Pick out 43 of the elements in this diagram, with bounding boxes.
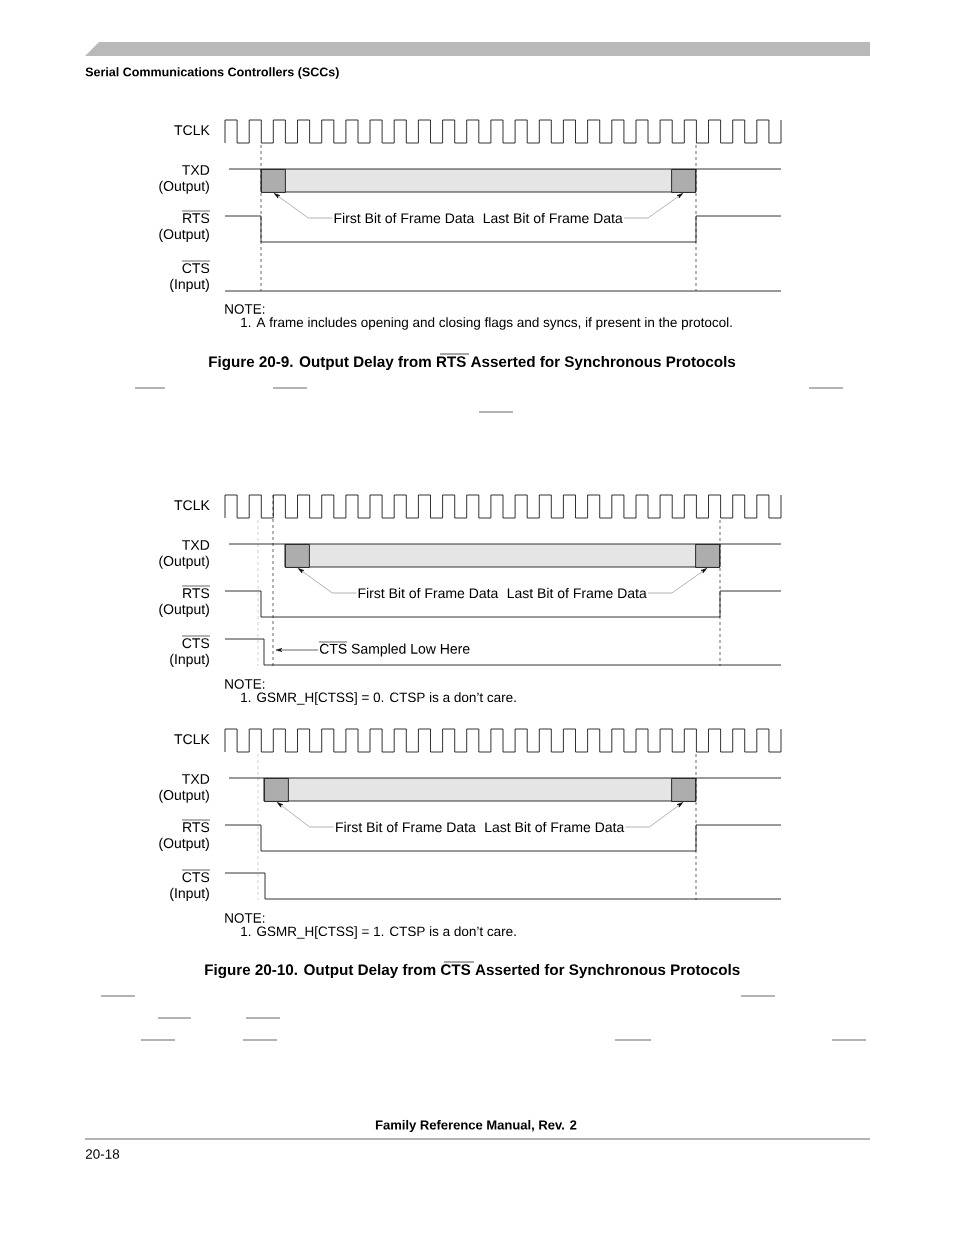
leader-line — [298, 568, 357, 594]
leader-label: First Bit of Frame Data — [358, 587, 499, 599]
signal-label: TCLK — [174, 734, 210, 745]
bit-cell — [264, 778, 289, 802]
leader-label: First Bit of Frame Data — [336, 821, 476, 833]
signal-label: RTS (Output) — [159, 210, 211, 242]
leader-label: First Bit of Frame Data — [334, 212, 475, 224]
note-heading: NOTE: — [225, 913, 265, 923]
bit-cell — [671, 778, 696, 802]
signal-label: CTS (Input) — [170, 869, 211, 901]
leader-label: Last Bit of Frame Data — [485, 821, 625, 833]
note-text: 1. GSMR_H[CTSS] = 0. CTSP is a don’t care. — [241, 692, 516, 705]
leader-label: CTS Sampled Low Here — [319, 643, 470, 657]
footer-title: Family Reference Manual, Rev. 2 — [375, 1119, 577, 1133]
signal-label: CTS (Input) — [170, 635, 211, 667]
signal-label: TCLK — [174, 500, 210, 511]
note-heading: NOTE: — [225, 679, 265, 689]
section-header: Serial Communications Controllers (SCCs) — [85, 67, 339, 79]
signal-label: TXD (Output) — [159, 165, 210, 194]
signal-label: RTS (Output) — [159, 585, 211, 617]
bit-cell — [671, 169, 696, 193]
signal-label: TXD (Output) — [159, 774, 210, 803]
bit-cell — [695, 544, 720, 568]
leader-line — [625, 802, 683, 828]
bit-cell — [261, 169, 286, 193]
figure-caption: Figure 20-9. Output Delay from RTS Asserted for Synchronous Protocols — [209, 355, 736, 371]
leader-line — [623, 193, 683, 219]
bit-cell — [285, 544, 310, 568]
signal-label: TXD (Output) — [159, 540, 210, 569]
leader-line — [275, 648, 319, 652]
note-heading: NOTE: — [225, 304, 265, 314]
note-text: 1. A frame includes opening and closing flags and syncs, if present in the protocol. — [241, 317, 732, 330]
page-number: 20-18 — [85, 1149, 120, 1159]
signal-label: TCLK — [174, 125, 210, 136]
signal-label: CTS (Input) — [170, 260, 211, 292]
signal-label: RTS (Output) — [159, 819, 211, 851]
figure-caption: Figure 20-10. Output Delay from CTS Asserted for Synchronous Protocols — [205, 963, 740, 979]
leader-label: Last Bit of Frame Data — [483, 212, 623, 224]
note-text: 1. GSMR_H[CTSS] = 1. CTSP is a don’t care. — [241, 926, 516, 939]
leader-label: Last Bit of Frame Data — [507, 587, 647, 599]
leader-line — [277, 802, 335, 828]
leader-line — [274, 193, 333, 219]
leader-line — [647, 568, 707, 594]
